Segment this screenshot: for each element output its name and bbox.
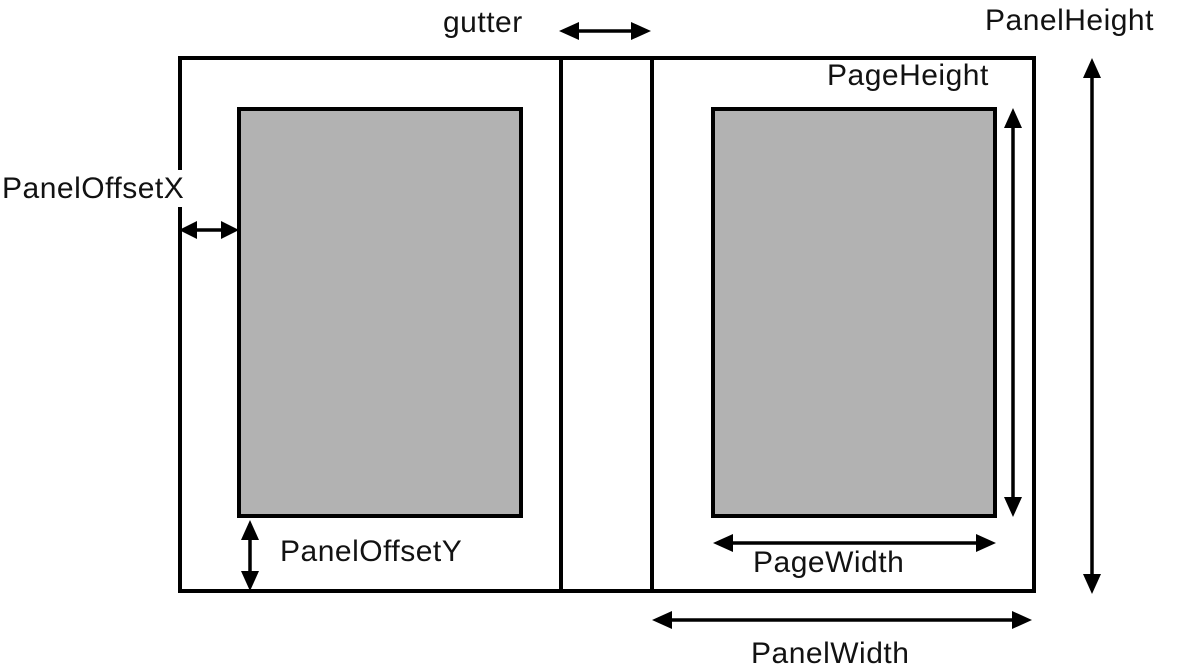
right-page-rect (711, 107, 997, 518)
spread-outline-rect (178, 56, 1036, 593)
page-width-label: PageWidth (753, 546, 905, 579)
panel-offset-x-label: PanelOffsetX (2, 170, 189, 207)
gutter-label: gutter (443, 6, 523, 39)
panel-width-label: PanelWidth (751, 637, 910, 670)
panel-width-arrow (652, 611, 1032, 629)
page-height-label: PageHeight (827, 59, 989, 92)
gutter-arrow (559, 22, 651, 40)
panel-height-arrow (1083, 58, 1101, 594)
panel-offset-y-label: PanelOffsetY (280, 535, 463, 568)
gutter-left-line (559, 56, 563, 593)
gutter-right-line (650, 56, 654, 593)
left-page-rect (237, 107, 523, 518)
panel-height-label: PanelHeight (985, 4, 1154, 37)
